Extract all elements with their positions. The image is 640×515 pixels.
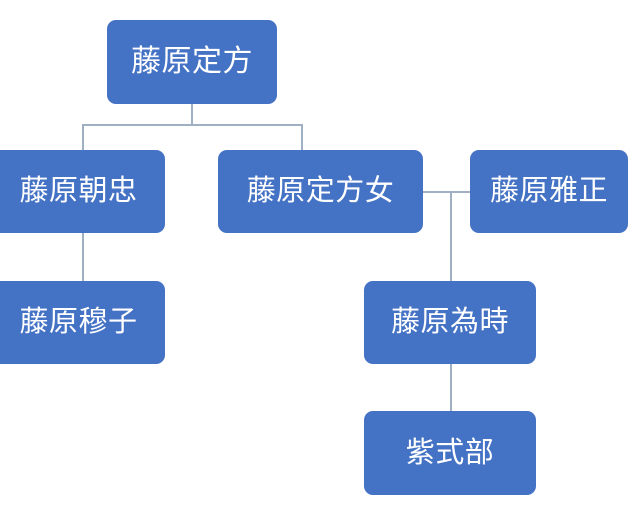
node-label-murasaki-shikibu: 紫式部 [405,436,495,469]
connector-tametoki-to-murasaki [450,363,452,412]
connector-marriage-to-tametoki [450,191,452,282]
node-label-fujiwara-no-asatada: 藤原朝忠 [19,175,138,207]
node-fujiwara-no-tametoki[interactable]: 藤原為時 [364,281,536,364]
node-fujiwara-no-masatada[interactable]: 藤原雅正 [470,150,628,233]
connector-marriage-bar [423,191,471,193]
node-label-fujiwara-no-masatada: 藤原雅正 [489,175,608,207]
node-label-fujiwara-no-mutsuko: 藤原穆子 [19,306,138,338]
node-label-fujiwara-no-sadakata: 藤原定方 [131,45,253,78]
node-murasaki-shikibu[interactable]: 紫式部 [364,411,536,495]
connector-bar-to-asatada [82,124,84,151]
connector-bar-to-sadakata-musume [301,124,303,151]
connector-sadakata-sibling-bar [82,124,303,126]
connector-asatada-to-mutsuko [82,232,84,282]
node-fujiwara-no-mutsuko[interactable]: 藤原穆子 [0,281,165,364]
node-fujiwara-no-asatada[interactable]: 藤原朝忠 [0,150,165,233]
node-label-fujiwara-no-sadakata-musume: 藤原定方女 [246,175,395,207]
node-fujiwara-no-sadakata-musume[interactable]: 藤原定方女 [218,150,423,233]
connector-sadakata-stem-down [191,104,193,125]
node-label-fujiwara-no-tametoki: 藤原為時 [390,306,509,338]
node-fujiwara-no-sadakata[interactable]: 藤原定方 [107,20,277,104]
